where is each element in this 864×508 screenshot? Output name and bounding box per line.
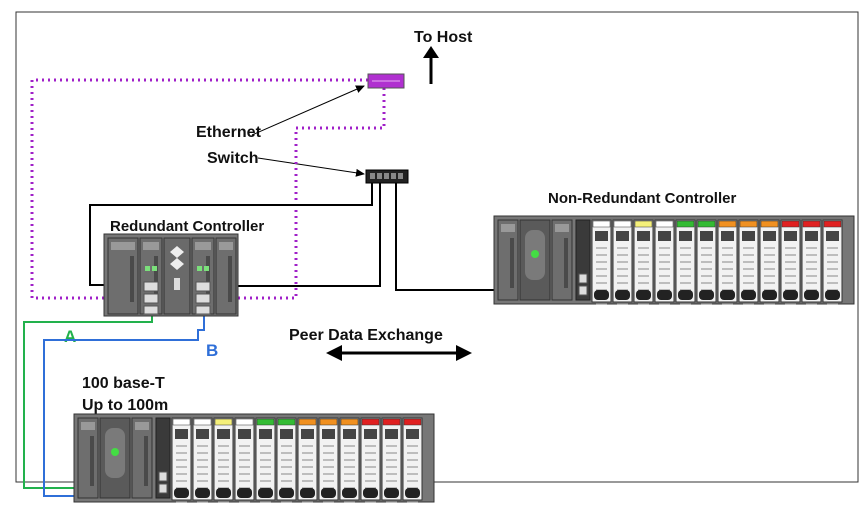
io-card <box>171 417 192 503</box>
control-switch-icon <box>365 169 409 184</box>
control-link-middle <box>210 182 381 287</box>
ethernet-port-icon <box>143 293 159 304</box>
double-arrow-icon <box>326 345 472 361</box>
ethernet-port-icon <box>578 273 588 284</box>
ethernet-port-icon <box>158 483 168 494</box>
media-label-line2: Up to 100m <box>82 397 168 414</box>
diagram-frame <box>15 11 859 483</box>
io-card <box>360 417 381 503</box>
ethernet-link-right <box>208 88 386 300</box>
redundancy-sync-module <box>163 237 191 315</box>
ethernet-port-icon <box>158 471 168 482</box>
io-card <box>654 219 675 305</box>
bottom-controller-rack <box>73 413 435 503</box>
ethernet-port-icon <box>578 285 588 296</box>
io-card <box>192 417 213 503</box>
ethernet-leader-arrow <box>251 85 365 136</box>
ethernet-port-icon <box>143 305 159 315</box>
io-card <box>675 219 696 305</box>
network-interface-module <box>155 417 171 499</box>
network-interface-module <box>575 219 591 301</box>
ethernet-port-icon <box>143 281 159 292</box>
io-card <box>234 417 255 503</box>
io-card <box>822 219 843 305</box>
arrow-up-icon <box>423 46 439 84</box>
io-card <box>402 417 423 503</box>
switch-leader-arrow <box>257 157 365 177</box>
status-led-icon <box>531 250 539 258</box>
controller-module <box>519 219 551 301</box>
redundant-controller-rack <box>103 233 239 317</box>
ethernet-links <box>30 78 386 300</box>
media-label-line1: 100 base-T <box>82 375 165 392</box>
io-card <box>318 417 339 503</box>
io-card <box>717 219 738 305</box>
io-card <box>381 417 402 503</box>
power-supply-module <box>551 219 573 301</box>
status-led-icon <box>111 448 119 456</box>
io-card <box>276 417 297 503</box>
io-card <box>339 417 360 503</box>
controller-b-module <box>191 237 215 315</box>
link-b-label: B <box>206 341 218 360</box>
power-supply-module <box>77 417 99 499</box>
io-card <box>801 219 822 305</box>
link-a-label: A <box>64 327 76 346</box>
to-host-label: To Host <box>414 29 473 46</box>
ethernet-label: Ethernet <box>196 124 262 141</box>
io-card <box>738 219 759 305</box>
power-supply-module <box>215 237 237 315</box>
io-card <box>297 417 318 503</box>
ethernet-port-icon <box>195 293 211 304</box>
ethernet-link-left <box>30 78 368 300</box>
io-card <box>612 219 633 305</box>
ethernet-port-icon <box>195 305 211 315</box>
peer-data-exchange-label: Peer Data Exchange <box>289 327 443 344</box>
redundant-controller-label: Redundant Controller <box>110 218 264 235</box>
io-card <box>633 219 654 305</box>
io-card <box>780 219 801 305</box>
ethernet-port-icon <box>195 281 211 292</box>
io-card <box>696 219 717 305</box>
io-card <box>213 417 234 503</box>
io-card <box>591 219 612 305</box>
io-card <box>759 219 780 305</box>
io-card <box>255 417 276 503</box>
switch-label: Switch <box>207 150 259 167</box>
ethernet-switch-icon <box>367 73 405 89</box>
non-redundant-controller-rack <box>493 215 855 305</box>
controller-a-module <box>139 237 163 315</box>
power-supply-module <box>107 237 139 315</box>
controller-module <box>99 417 131 499</box>
power-supply-module <box>497 219 519 301</box>
non-redundant-controller-label: Non-Redundant Controller <box>548 190 736 207</box>
power-supply-module <box>131 417 153 499</box>
